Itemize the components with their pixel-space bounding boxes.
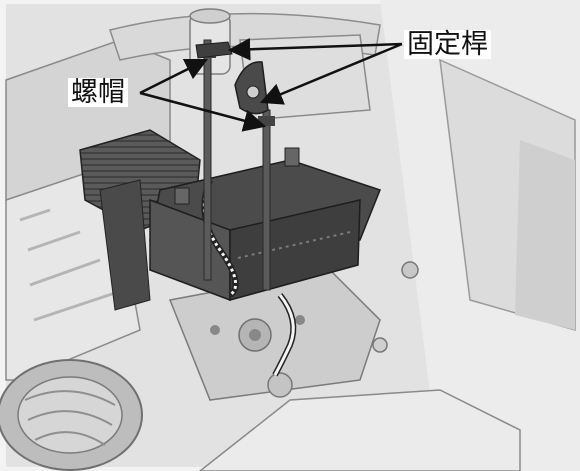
nut-label: 螺帽 xyxy=(68,78,128,107)
hold-down-rod-label: 固定桿 xyxy=(404,30,491,59)
callout-leaders xyxy=(139,38,403,132)
hold-down-bracket xyxy=(234,61,269,115)
